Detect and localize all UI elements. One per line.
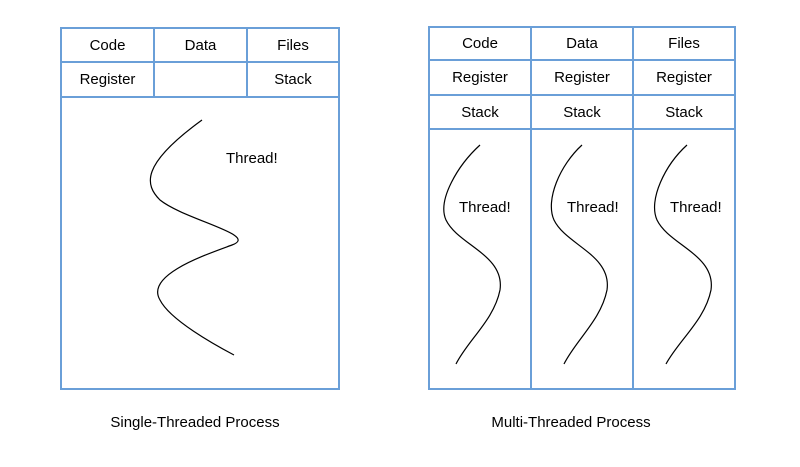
multi-divider-row3	[428, 128, 736, 130]
single-border-top	[60, 27, 340, 29]
multi-divider-row1	[428, 59, 736, 61]
single-border-left	[60, 27, 62, 390]
single-data-cell: Data	[184, 36, 217, 54]
multi-files-cell: Files	[668, 35, 700, 52]
multi-border-right	[734, 26, 736, 390]
multi-divider-col1	[530, 26, 532, 390]
single-divider-col1	[153, 27, 155, 98]
single-divider-row2	[60, 96, 340, 98]
multi-border-left	[428, 26, 430, 390]
multi-thread-curve-3	[653, 144, 712, 365]
multi-register-cell-3: Register	[656, 69, 712, 86]
multi-thread-label-2: Thread!	[567, 199, 619, 216]
multi-thread-curve-2	[550, 144, 608, 365]
multi-register-cell-2: Register	[554, 69, 610, 86]
single-files-cell: Files	[277, 36, 309, 54]
multi-divider-col2	[632, 26, 634, 390]
single-thread-label: Thread!	[226, 150, 278, 167]
multi-thread-label-3: Thread!	[670, 199, 722, 216]
multi-border-top	[428, 26, 736, 28]
single-border-bottom	[60, 388, 340, 390]
single-stack-cell: Stack	[274, 71, 312, 88]
multi-border-bottom	[428, 388, 736, 390]
single-thread-curve	[149, 119, 239, 356]
multi-register-cell-1: Register	[452, 69, 508, 86]
multi-thread-label-1: Thread!	[459, 199, 511, 216]
multi-stack-cell-3: Stack	[665, 103, 703, 121]
multi-stack-cell-2: Stack	[563, 103, 601, 121]
single-register-cell: Register	[79, 71, 136, 88]
single-caption: Single-Threaded Process	[110, 414, 280, 431]
multi-thread-curve-1	[443, 144, 501, 365]
single-border-right	[338, 27, 340, 390]
multi-divider-row2	[428, 94, 736, 96]
multi-code-cell: Code	[462, 35, 498, 52]
single-code-cell: Code	[89, 36, 126, 54]
multi-caption: Multi-Threaded Process	[491, 414, 651, 431]
multi-stack-cell-1: Stack	[461, 103, 499, 121]
single-divider-row1	[60, 61, 340, 63]
single-divider-col2	[246, 27, 248, 98]
multi-data-cell: Data	[566, 35, 598, 52]
